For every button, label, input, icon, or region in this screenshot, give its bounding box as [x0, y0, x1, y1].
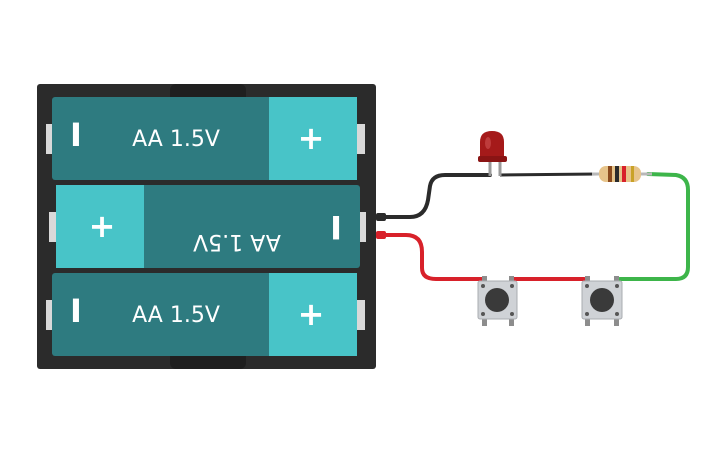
wire-led-to-resistor[interactable] [499, 172, 599, 177]
cell-minus-sign: I [330, 208, 342, 246]
button-corner-dot [481, 284, 485, 288]
battery-cell-3[interactable]: I AA 1.5V + [46, 273, 365, 356]
button-cap[interactable] [590, 288, 614, 312]
resistor-body [599, 166, 641, 182]
led-rim [478, 156, 507, 162]
terminal-contact [357, 300, 365, 330]
cell-positive-cap [269, 97, 357, 180]
terminal-contact [46, 124, 52, 154]
terminal-contact [49, 212, 56, 242]
terminal-contact [357, 124, 365, 154]
pack-lead-black[interactable] [376, 213, 386, 221]
led-lens [480, 131, 504, 159]
wire-black[interactable] [384, 173, 492, 219]
button-corner-dot [510, 284, 514, 288]
battery-pack[interactable]: I AA 1.5V + + AA 1.5V I I AA 1.5V + [37, 84, 386, 369]
button-corner-dot [510, 312, 514, 316]
button-corner-dot [615, 284, 619, 288]
led-highlight [485, 137, 491, 149]
button-corner-dot [585, 312, 589, 316]
button-cap[interactable] [485, 288, 509, 312]
cell-positive-cap [56, 185, 144, 268]
button-corner-dot [481, 312, 485, 316]
wire-green[interactable] [618, 172, 690, 281]
cell-label: AA 1.5V [132, 127, 220, 152]
pushbutton-2[interactable] [581, 276, 623, 326]
terminal-contact [360, 212, 366, 242]
resistor-band-2 [615, 166, 619, 182]
terminal-contact [46, 300, 52, 330]
cell-label: AA 1.5V [132, 303, 220, 328]
cell-minus-sign: I [70, 116, 82, 154]
cell-plus-sign: + [298, 119, 325, 157]
resistor-band-4 [631, 166, 634, 182]
resistor-band-3 [622, 166, 626, 182]
cell-minus-sign: I [70, 292, 82, 330]
battery-cell-2[interactable]: + AA 1.5V I [49, 185, 366, 268]
cell-positive-cap [269, 273, 357, 356]
cell-label: AA 1.5V [193, 229, 281, 254]
cell-plus-sign: + [89, 207, 116, 245]
pushbutton-1[interactable] [477, 276, 518, 326]
resistor[interactable] [592, 166, 652, 182]
resistor-band-1 [608, 166, 612, 182]
pack-lead-red[interactable] [376, 231, 386, 239]
red-led[interactable] [478, 131, 507, 176]
wire-red[interactable] [384, 233, 486, 281]
battery-cell-1[interactable]: I AA 1.5V + [46, 97, 365, 180]
button-corner-dot [585, 284, 589, 288]
button-corner-dot [615, 312, 619, 316]
cell-plus-sign: + [298, 295, 325, 333]
